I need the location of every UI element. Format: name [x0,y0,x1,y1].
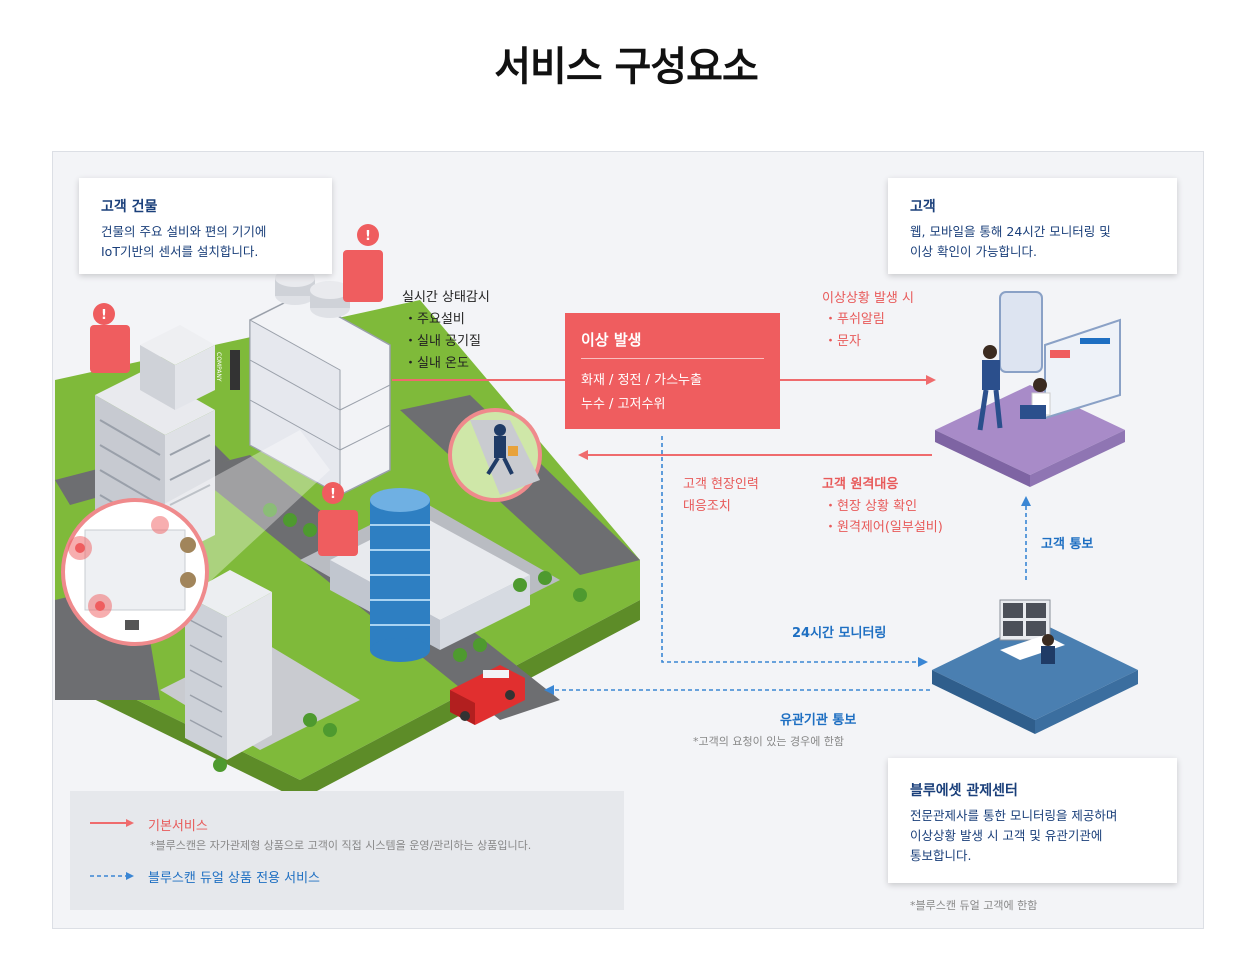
onsite-line: 고객 현장인력 [683,477,759,492]
zoom-circle-sensors [61,498,209,646]
warning-pin-icon: ! [318,482,358,556]
card-customer-building: 고객 건물 건물의 주요 설비와 편의 기기에 IoT기반의 센서를 설치합니다… [79,178,332,274]
alert-heading: 이상 발생 [581,329,764,359]
card-text: 이상상황 발생 시 고객 및 유관기관에 [910,828,1103,843]
customer-platform [935,291,1125,487]
monitoring-label: 24시간 모니터링 [792,626,887,641]
arrowheads-dual [544,496,1031,695]
notify-heading: 이상상황 발생 시 [822,291,914,306]
svg-text:!: ! [101,308,107,323]
legend-basic-label: 기본서비스 [148,819,208,834]
building-sign: COMPANY [215,352,222,382]
card-heading: 블루에셋 관제센터 [910,783,1018,799]
realtime-item: ・실내 공기질 [404,334,481,349]
realtime-heading: 실시간 상태감시 [402,290,490,305]
notify-item: ・푸쉬알림 [824,312,885,327]
card-text: 건물의 주요 설비와 편의 기기에 [101,224,267,239]
card-heading: 고객 [910,199,936,215]
card-customer: 고객 웹, 모바일을 통해 24시간 모니터링 및 이상 확인이 가능합니다. [888,178,1177,274]
legend-basic-note: *블루스캔은 자가관제형 상품으로 고객이 직접 시스템을 운영/관리하는 상품… [150,839,532,852]
legend-arrows [90,819,134,880]
agency-note: *고객의 요청이 있는 경우에 한함 [693,735,845,748]
zoom-circle-person [448,408,542,502]
center-note: *블루스캔 듀얼 고객에 한함 [910,899,1038,912]
customer-notify-label: 고객 통보 [1041,537,1094,552]
glass-tower-building [330,488,530,662]
legend-dual-label: 블루스캔 듀얼 상품 전용 서비스 [148,871,321,886]
alert-box: 이상 발생 화재 / 정전 / 가스누출 누수 / 고저수위 [565,313,780,429]
trees [213,503,587,772]
onsite-line: 대응조치 [683,499,731,514]
warning-pin-icon: ! [90,303,130,373]
cutaway-building [230,269,391,496]
flow-arrows-dual [552,436,1027,691]
remote-item: ・현장 상황 확인 [824,499,918,514]
legend: 기본서비스 *블루스캔은 자가관제형 상품으로 고객이 직접 시스템을 운영/관… [70,791,624,910]
card-control-center: 블루에셋 관제센터 전문관제사를 통한 모니터링을 제공하며 이상상황 발생 시… [888,758,1177,883]
flow-arrows-basic [392,375,936,460]
warning-pin-icon: ! [343,224,383,302]
agency-notify-label: 유관기관 통보 [780,713,857,728]
notify-item: ・문자 [824,334,861,349]
fire-truck-icon [450,665,525,725]
card-text: 통보합니다. [910,848,972,863]
white-tower [185,570,272,760]
card-text: 전문관제사를 통한 모니터링을 제공하며 [910,808,1118,823]
remote-heading: 고객 원격대응 [822,477,899,492]
control-center-platform [932,599,1138,734]
svg-text:!: ! [330,487,336,502]
alert-line: 누수 / 고저수위 [581,397,666,412]
card-text: IoT기반의 센서를 설치합니다. [101,244,259,259]
card-heading: 고객 건물 [101,199,158,215]
realtime-item: ・주요설비 [404,312,465,327]
realtime-item: ・실내 온도 [404,356,469,371]
remote-item: ・원격제어(일부설비) [824,520,943,535]
svg-text:!: ! [365,229,371,244]
alert-line: 화재 / 정전 / 가스누출 [581,373,702,388]
card-text: 이상 확인이 가능합니다. [910,244,1037,259]
page-title: 서비스 구성요소 [494,44,759,90]
card-text: 웹, 모바일을 통해 24시간 모니터링 및 [910,224,1111,239]
